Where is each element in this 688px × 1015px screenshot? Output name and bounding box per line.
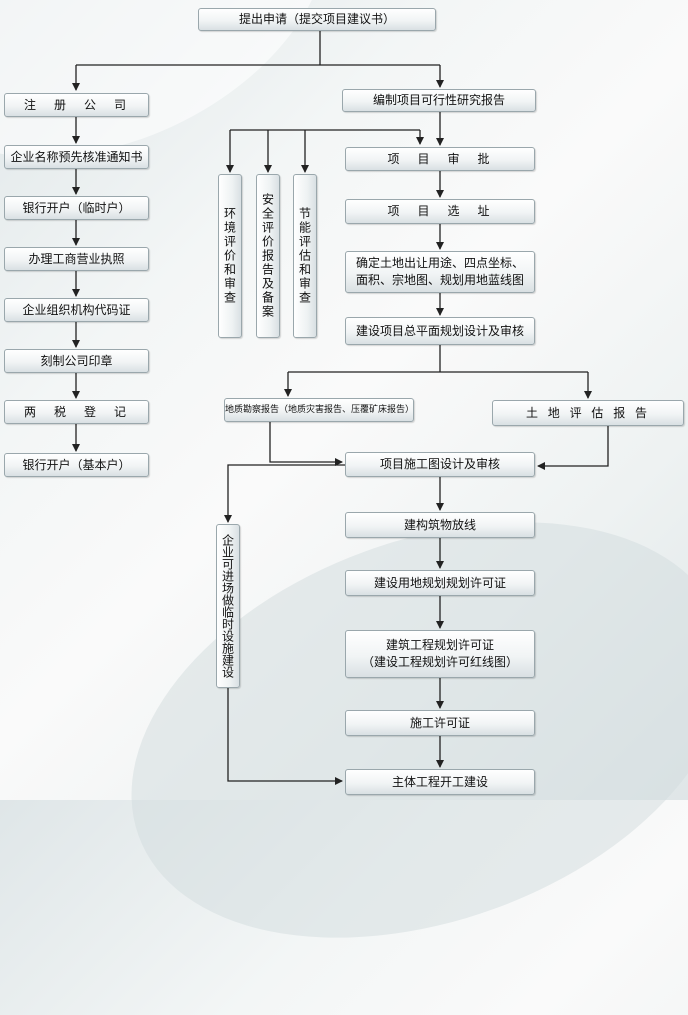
temporary-facilities-label: 企业可进场做临时设施建设: [220, 534, 235, 678]
master-plan-node: 建设项目总平面规划设计及审核: [345, 317, 535, 345]
business-license-node: 办理工商营业执照: [4, 247, 149, 271]
land-evaluation-node: 土 地 评 估 报 告: [492, 400, 684, 426]
org-code-node: 企业组织机构代码证: [4, 298, 149, 322]
safety-review-label: 安全评价报告及备案: [260, 193, 275, 319]
site-selection-node: 项 目 选 址: [345, 199, 535, 224]
construction-permit-node: 施工许可证: [345, 710, 535, 736]
engineering-planning-permit-node: 建筑工程规划许可证 （建设工程规划许可红线图）: [345, 630, 535, 678]
environment-review-node: 环境评价和审查: [218, 174, 242, 338]
land-planning-permit-node: 建设用地规划规划许可证: [345, 570, 535, 596]
temporary-facilities-node: 企业可进场做临时设施建设: [216, 524, 240, 688]
main-construction-node: 主体工程开工建设: [345, 769, 535, 795]
environment-review-label: 环境评价和审查: [222, 207, 237, 305]
register-company-node: 注 册 公 司: [4, 93, 149, 117]
geology-report-node: 地质勘察报告（地质灾害报告、压覆矿床报告）: [224, 398, 414, 422]
setout-node: 建构筑物放线: [345, 512, 535, 538]
safety-review-node: 安全评价报告及备案: [256, 174, 280, 338]
tax-registration-node: 两 税 登 记: [4, 400, 149, 424]
feasibility-report-node: 编制项目可行性研究报告: [342, 89, 536, 112]
start-node: 提出申请（提交项目建议书）: [198, 8, 436, 31]
name-approval-node: 企业名称预先核准通知书: [4, 145, 149, 169]
energy-review-label: 节能评估和审查: [297, 207, 312, 305]
energy-review-node: 节能评估和审查: [293, 174, 317, 338]
company-seal-node: 刻制公司印章: [4, 349, 149, 373]
land-determination-node: 确定土地出让用途、四点坐标、 面积、宗地图、规划用地蓝线图: [345, 251, 535, 293]
temp-bank-account-node: 银行开户（临时户）: [4, 196, 149, 220]
project-approval-node: 项 目 审 批: [345, 147, 535, 171]
construction-design-node: 项目施工图设计及审核: [345, 452, 535, 477]
basic-bank-account-node: 银行开户（基本户）: [4, 453, 149, 477]
